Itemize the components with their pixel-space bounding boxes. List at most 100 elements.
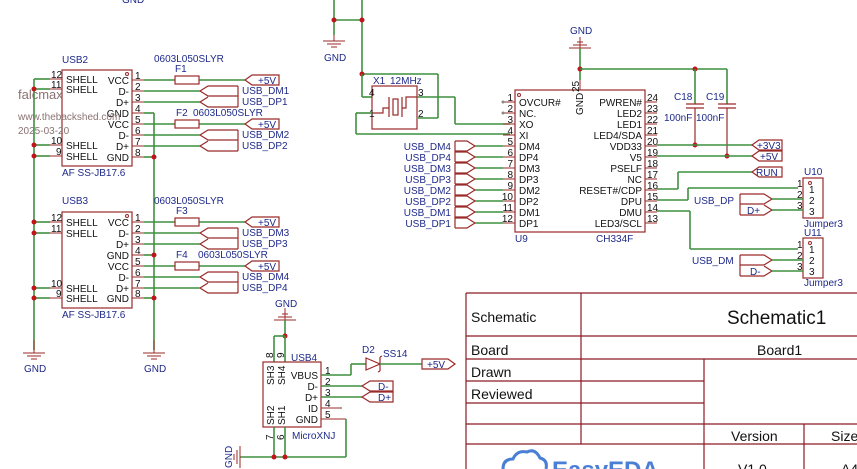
usb2-pin-num: 6 (135, 126, 141, 137)
u9-pin-num: 8 (507, 170, 513, 181)
u9-pin-num: 24 (647, 93, 659, 104)
u10-pin-num: 2 (797, 190, 803, 201)
net-label: USB_DP4 (405, 153, 451, 164)
net-label: +3V3 (757, 141, 781, 152)
usb3-pin-name: D+ (116, 284, 129, 295)
crystal-body (371, 85, 418, 130)
crystal-ref: X1 (373, 76, 386, 87)
usb4-pin-name: SH3 (266, 365, 277, 385)
fuse-f4-part: 0603L050SLYR (198, 250, 268, 261)
junction (31, 142, 37, 148)
usb4-pin-num: 3 (325, 388, 331, 399)
u9-pin-num: 23 (647, 104, 659, 115)
u9-pin-name: RESET#/CDP (579, 186, 642, 197)
net-label: USB_DM3 (404, 164, 452, 175)
usb3-pin-num: 6 (135, 268, 141, 279)
u9-pin-num: 15 (647, 192, 659, 203)
net-flag (455, 173, 476, 185)
u9-ref: U9 (515, 234, 528, 245)
usb2-pin-name: D+ (116, 98, 129, 109)
usb3-pin-name: D+ (116, 240, 129, 251)
usb4-pin-num: 4 (325, 399, 331, 410)
fuse-f4 (174, 261, 200, 271)
usb2-pin-name: GND (107, 109, 129, 120)
gnd-label: GND (324, 53, 346, 64)
crystal-pin: 4 (369, 88, 375, 99)
u9-pin-name: LED1 (617, 120, 642, 131)
u9-pin-name: DP3 (519, 175, 539, 186)
usb3-pin-name: GND (107, 251, 129, 262)
u9-pin-name: VDD33 (610, 142, 643, 153)
usb4-pin-num: 6 (276, 434, 287, 440)
title-block: Schematic Schematic1 Board Board1 Drawn … (465, 292, 857, 469)
gnd-label: GND (24, 364, 46, 375)
usb2-pin-num: 10 (51, 136, 63, 147)
u9-pin-num: 13 (647, 214, 659, 225)
usb3-pin-num: 12 (51, 213, 63, 224)
u9-pin-num: 9 (507, 181, 513, 192)
port-label: D+ (747, 206, 760, 217)
u10-pin-num: 3 (797, 201, 803, 212)
u9-pin-name: DM3 (519, 164, 541, 175)
u9-pin-name: GND (575, 93, 586, 115)
usb2-part: AF SS-JB17.6 (62, 168, 126, 179)
version-label: Version (731, 428, 778, 444)
usb2-pin-num: 11 (51, 80, 62, 91)
u10-body (802, 177, 824, 219)
usb2-body (61, 69, 133, 167)
crystal-value: 12MHz (390, 76, 422, 87)
usb2-pin-name: SHELL (66, 85, 98, 96)
usb3-net-flags: +5V USB_DM3 USB_DP3 +5V USB_DM4 USB_DP4 (199, 216, 290, 294)
net-flag (455, 217, 476, 229)
usb2-pin-num: 12 (51, 70, 63, 81)
u11-pin-num: 1 (797, 240, 803, 251)
usb2-pin-num: 4 (135, 104, 141, 115)
gnd-symbol: GND (143, 340, 166, 375)
fuse-f1 (174, 75, 200, 85)
net-label: USB_DP2 (242, 141, 288, 152)
u11-body (802, 237, 824, 279)
usb3-pin-name: VCC (108, 262, 129, 273)
u9-pin-num: 21 (647, 126, 659, 137)
net-label: +5V (760, 152, 778, 163)
usb2-pin-num: 8 (135, 148, 141, 159)
usb3-pin-name: D- (118, 273, 129, 284)
schematic-label: Schematic (471, 309, 536, 325)
net-label: USB_DP3 (242, 239, 288, 250)
net-label: USB_DP1 (242, 97, 288, 108)
usb2-connector: USB2 AF SS-JB17.6 12 11 10 9 SHELL SHELL… (50, 55, 144, 179)
usb4-pin-name: SH1 (277, 405, 288, 425)
usb3-pin-num: 1 (135, 213, 141, 224)
usb2-pin-num: 7 (135, 137, 141, 148)
fuse-f2-ref: F2 (176, 108, 188, 119)
junction (31, 295, 37, 301)
u9-left-net-flags: USB_DM4USB_DP4USB_DM3USB_DP3USB_DM2USB_D… (404, 140, 503, 230)
u11-pin-num: 3 (797, 262, 803, 273)
u11-pin: 3 (809, 267, 815, 278)
usb4-pin-num: 1 (325, 366, 331, 377)
usb2-pin-name: D+ (116, 142, 129, 153)
u11-pin-num: 2 (797, 251, 803, 262)
gnd-symbol: GND (23, 340, 46, 375)
u9-pin-name: DP2 (519, 197, 539, 208)
net-label: +5V (258, 262, 276, 273)
usb4-pin-num: 8 (265, 352, 276, 358)
usb3-pin-name: VCC (108, 218, 129, 229)
junction (31, 153, 37, 159)
usb2-pin-name: SHELL (66, 141, 98, 152)
junction (31, 219, 37, 225)
junction (151, 295, 157, 301)
usb4-ref: USB4 (291, 353, 318, 364)
usb3-pin-num: 3 (135, 235, 141, 246)
jumper-u10: U10 Jumper3 1 2 3 1 2 3 USB_DP D+ (694, 167, 843, 230)
net-label: USB_DP (694, 196, 734, 207)
usb4-pin-name: GND (296, 415, 318, 426)
junction (31, 285, 37, 291)
usb2-pin-name: GND (107, 153, 129, 164)
size-label: Size (831, 428, 857, 444)
u9-pin-num: 7 (507, 159, 513, 170)
u9-pin-name: LED4/SDA (594, 131, 643, 142)
fuse-f1-ref: F1 (175, 64, 187, 75)
u9-right-wiring: +3V3 +5V RUN (657, 139, 798, 250)
u9-pin-num: 17 (647, 170, 659, 181)
